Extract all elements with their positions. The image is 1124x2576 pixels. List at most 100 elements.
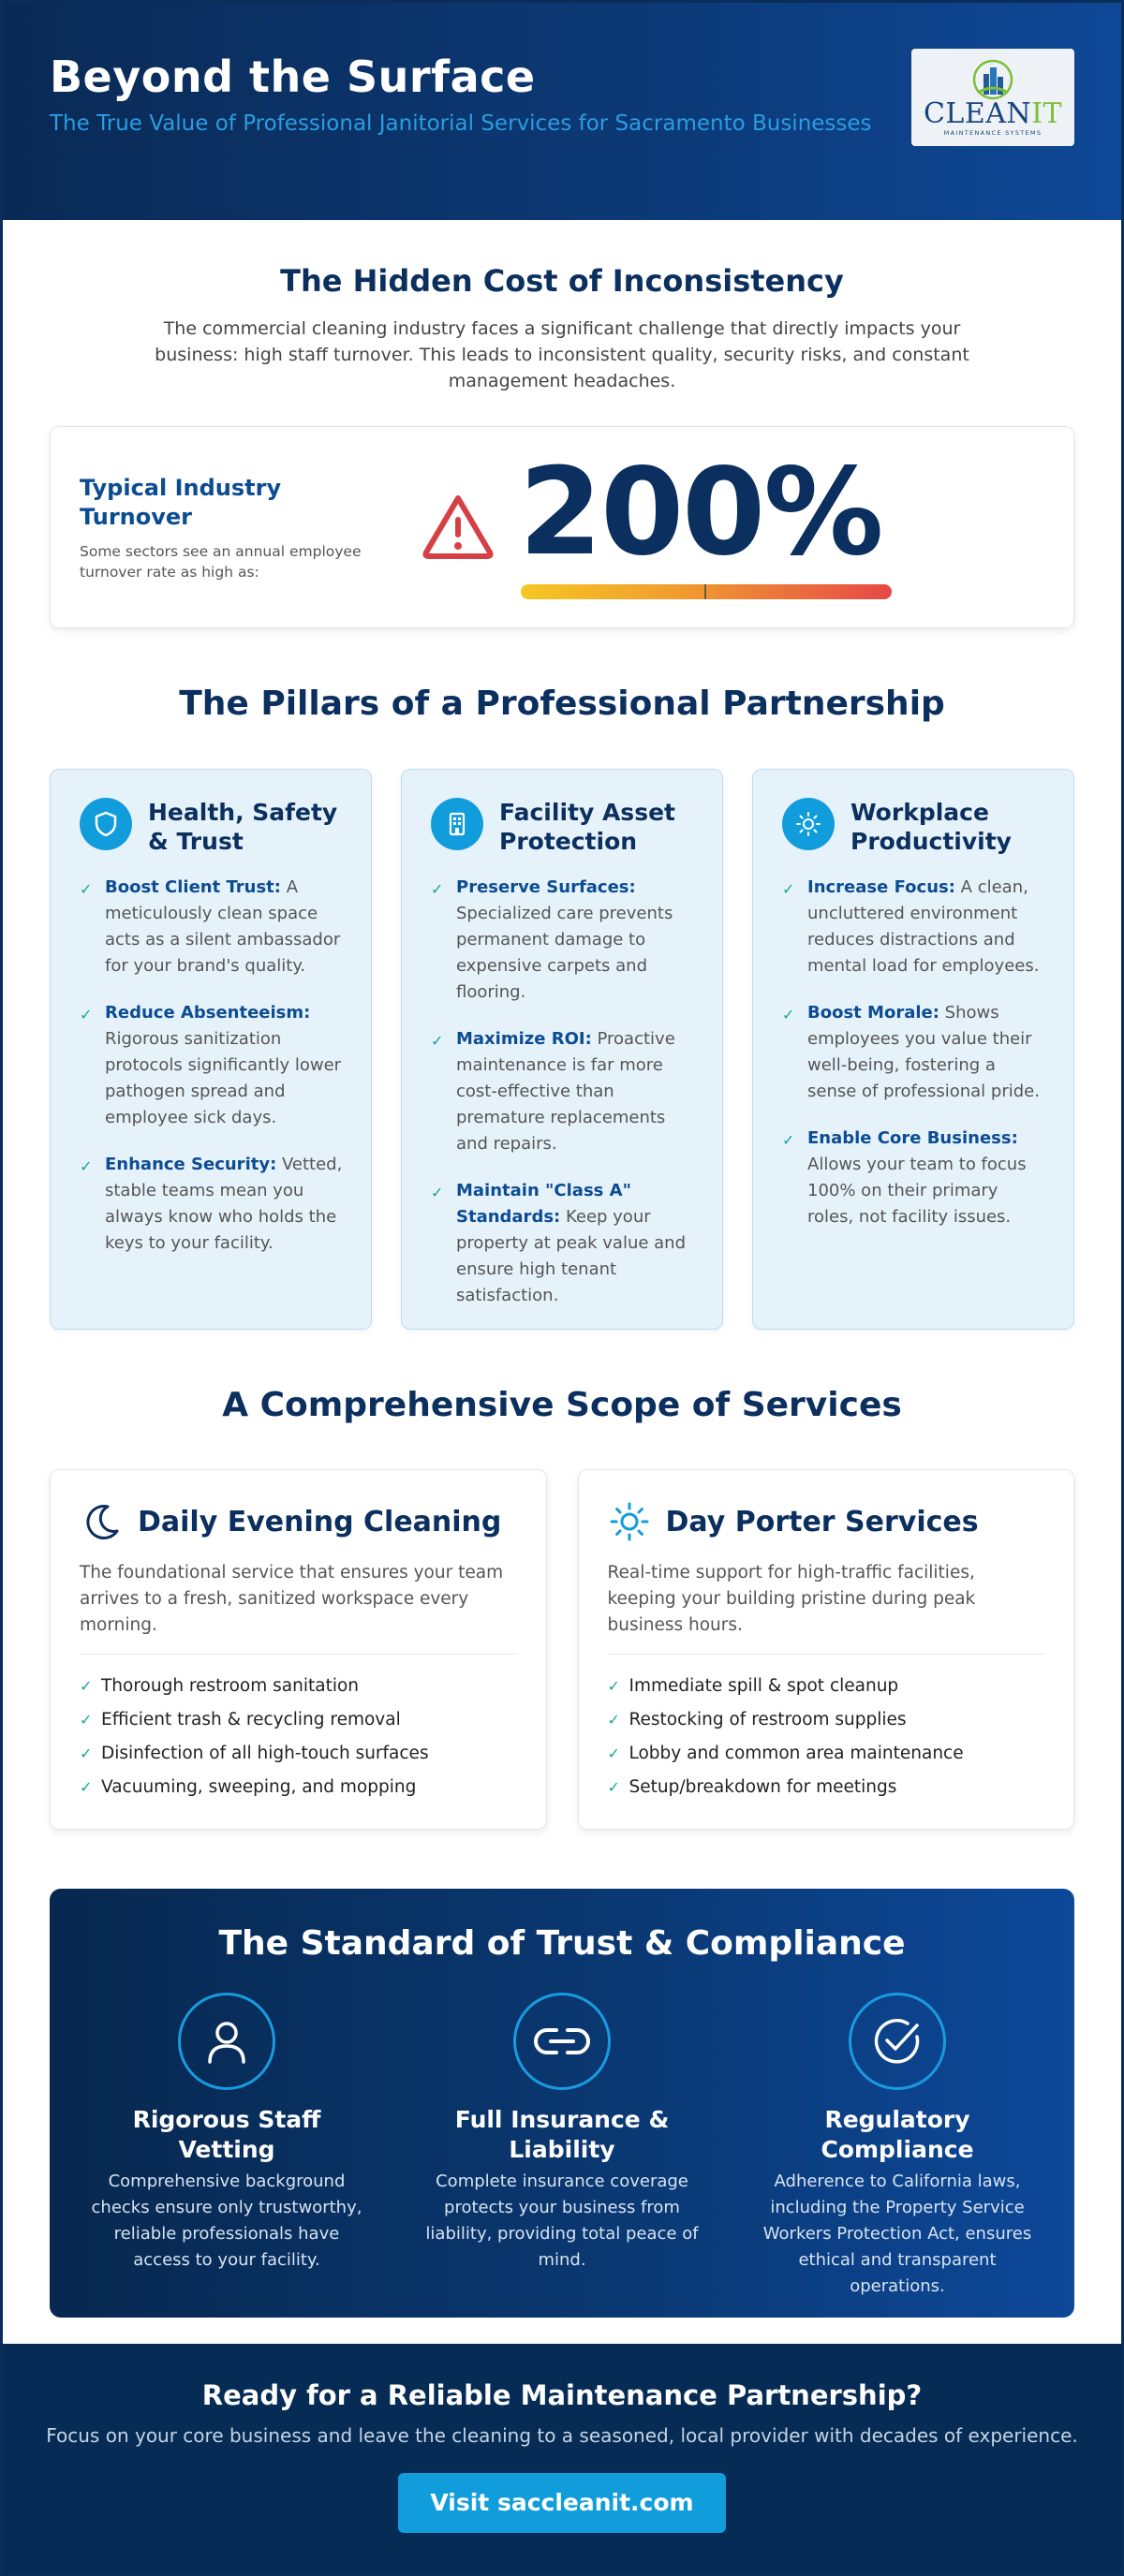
turnover-value: 200% — [519, 443, 883, 582]
trust-item-title: Rigorous Staff Vetting — [132, 2106, 321, 2163]
check-icon: ✓ — [80, 1677, 93, 1695]
pillar-card-productivity: Workplace Productivity ✓Increase Focus: … — [752, 769, 1074, 1330]
cta-footer: Ready for a Reliable Maintenance Partner… — [3, 2344, 1121, 2573]
check-icon: ✓ — [80, 1744, 93, 1762]
list-item: ✓Immediate spill & spot cleanup — [608, 1670, 1046, 1703]
pillar-title: Facility Asset Protection — [499, 799, 675, 855]
trust-compliance-panel: The Standard of Trust & Compliance Rigor… — [50, 1889, 1074, 2318]
shield-icon — [80, 798, 132, 850]
check-icon: ✓ — [431, 1032, 444, 1050]
link-icon — [513, 1993, 611, 2090]
check-icon: ✓ — [782, 1006, 795, 1023]
hidden-cost-intro: The commercial cleaning industry faces a… — [155, 318, 969, 391]
services-heading: A Comprehensive Scope of Services — [222, 1386, 902, 1424]
service-desc: Real-time support for high-traffic facil… — [607, 1560, 1045, 1655]
trust-item-insurance: Full Insurance & Liability Complete insu… — [394, 1993, 730, 2300]
list-item: ✓Disinfection of all high-touch surfaces — [80, 1737, 518, 1771]
list-item: ✓Preserve Surfaces: Specialized care pre… — [431, 875, 694, 1006]
cta-title: Ready for a Reliable Maintenance Partner… — [201, 2379, 923, 2411]
check-icon: ✓ — [431, 880, 444, 898]
list-item: ✓Enable Core Business: Allows your team … — [782, 1126, 1045, 1230]
list-item: ✓Increase Focus: A clean, uncluttered en… — [782, 875, 1045, 979]
trust-item-desc: Comprehensive background checks ensure o… — [91, 2171, 362, 2270]
list-item: ✓Setup/breakdown for meetings — [608, 1771, 1046, 1804]
sun-icon — [782, 798, 835, 850]
list-item: ✓Maintain "Class A" Standards: Keep your… — [431, 1178, 694, 1309]
check-circle-icon — [849, 1993, 946, 2090]
pillars-section: The Pillars of a Professional Partnershi… — [3, 628, 1121, 1330]
check-icon: ✓ — [80, 1711, 93, 1729]
service-desc: The foundational service that ensures yo… — [80, 1560, 518, 1655]
list-item: ✓Reduce Absenteeism: Rigorous sanitizati… — [80, 1000, 343, 1131]
trust-columns: Rigorous Staff Vetting Comprehensive bac… — [50, 1993, 1074, 2300]
check-icon: ✓ — [607, 1677, 620, 1695]
service-list: ✓Immediate spill & spot cleanup ✓Restock… — [608, 1670, 1046, 1804]
logo-wordmark: CLEANIT — [923, 96, 1063, 130]
check-icon: ✓ — [80, 880, 93, 898]
user-icon — [178, 1993, 275, 2090]
check-icon: ✓ — [607, 1744, 620, 1762]
list-item: ✓Thorough restroom sanitation — [80, 1670, 518, 1703]
turnover-gradient-bar — [521, 584, 892, 599]
list-item: ✓Boost Morale: Shows employees you value… — [782, 1000, 1045, 1105]
list-item: ✓Vacuuming, sweeping, and mopping — [80, 1771, 518, 1804]
pillar-title: Workplace Productivity — [850, 799, 1012, 855]
trust-item-title: Full Insurance & Liability — [454, 2106, 670, 2163]
service-card-day-porter: Day Porter Services Real-time support fo… — [577, 1469, 1074, 1830]
trust-item-title: Regulatory Compliance — [821, 2106, 974, 2163]
hidden-cost-section: The Hidden Cost of Inconsistency The com… — [3, 220, 1121, 628]
pillar-points: ✓Boost Client Trust: A meticulously clea… — [80, 875, 343, 1257]
pillars-grid: Health, Safety & Trust ✓Boost Client Tru… — [50, 769, 1074, 1330]
turnover-label: Typical Industry Turnover Some sectors s… — [80, 474, 398, 582]
cta-subtitle: Focus on your core business and leave th… — [46, 2424, 1078, 2447]
check-icon: ✓ — [431, 1184, 444, 1201]
check-icon: ✓ — [607, 1711, 620, 1729]
list-item: ✓Efficient trash & recycling removal — [80, 1703, 518, 1737]
visit-website-button[interactable]: Visit saccleanit.com — [398, 2473, 726, 2533]
list-item: ✓Enhance Security: Vetted, stable teams … — [80, 1152, 343, 1257]
pillar-points: ✓Increase Focus: A clean, uncluttered en… — [782, 875, 1045, 1230]
warning-icon — [422, 495, 494, 559]
list-item: ✓Restocking of restroom supplies — [608, 1703, 1046, 1737]
service-list: ✓Thorough restroom sanitation ✓Efficient… — [80, 1670, 518, 1804]
pillars-heading: The Pillars of a Professional Partnershi… — [179, 684, 945, 723]
check-icon: ✓ — [80, 1157, 93, 1175]
company-logo[interactable]: CLEANIT MAINTENANCE SYSTEMS — [911, 49, 1074, 146]
pillar-card-health: Health, Safety & Trust ✓Boost Client Tru… — [50, 769, 372, 1330]
turnover-title: Typical Industry Turnover — [80, 475, 282, 530]
check-icon: ✓ — [80, 1778, 93, 1796]
service-card-evening: Daily Evening Cleaning The foundational … — [50, 1469, 547, 1830]
page-subtitle: The True Value of Professional Janitoria… — [50, 111, 872, 136]
pillar-points: ✓Preserve Surfaces: Specialized care pre… — [431, 875, 694, 1309]
list-item: ✓Maximize ROI: Proactive maintenance is … — [431, 1026, 694, 1157]
trust-item-desc: Complete insurance coverage protects you… — [425, 2171, 699, 2270]
service-title: Day Porter Services — [665, 1505, 979, 1538]
turnover-bar-marker — [704, 584, 706, 599]
moon-icon — [86, 1505, 119, 1539]
turnover-card: Typical Industry Turnover Some sectors s… — [50, 426, 1074, 628]
list-item: ✓Boost Client Trust: A meticulously clea… — [80, 875, 343, 979]
check-icon: ✓ — [607, 1778, 620, 1796]
check-icon: ✓ — [80, 1006, 93, 1023]
building-icon — [431, 798, 483, 850]
pillar-title: Health, Safety & Trust — [148, 799, 338, 855]
page-title: Beyond the Surface — [50, 52, 536, 102]
sun-icon — [610, 1502, 648, 1541]
services-grid: Daily Evening Cleaning The foundational … — [50, 1469, 1074, 1830]
trust-item-compliance: Regulatory Compliance Adherence to Calif… — [730, 1993, 1065, 2300]
turnover-subtitle: Some sectors see an annual employee turn… — [80, 543, 362, 581]
hidden-cost-heading: The Hidden Cost of Inconsistency — [280, 263, 844, 299]
hero-header: Beyond the Surface The True Value of Pro… — [3, 3, 1121, 220]
logo-tagline: MAINTENANCE SYSTEMS — [943, 128, 1043, 137]
check-icon: ✓ — [782, 880, 795, 898]
trust-heading: The Standard of Trust & Compliance — [218, 1924, 906, 1963]
services-section: A Comprehensive Scope of Services Daily … — [3, 1330, 1121, 1830]
trust-item-vetting: Rigorous Staff Vetting Comprehensive bac… — [59, 1993, 394, 2300]
check-icon: ✓ — [782, 1131, 795, 1149]
pillar-card-facility: Facility Asset Protection ✓Preserve Surf… — [401, 769, 723, 1330]
logo-building-icon — [972, 59, 1013, 99]
list-item: ✓Lobby and common area maintenance — [608, 1737, 1046, 1771]
trust-item-desc: Adherence to California laws, including … — [762, 2171, 1032, 2296]
service-title: Daily Evening Cleaning — [138, 1505, 502, 1538]
